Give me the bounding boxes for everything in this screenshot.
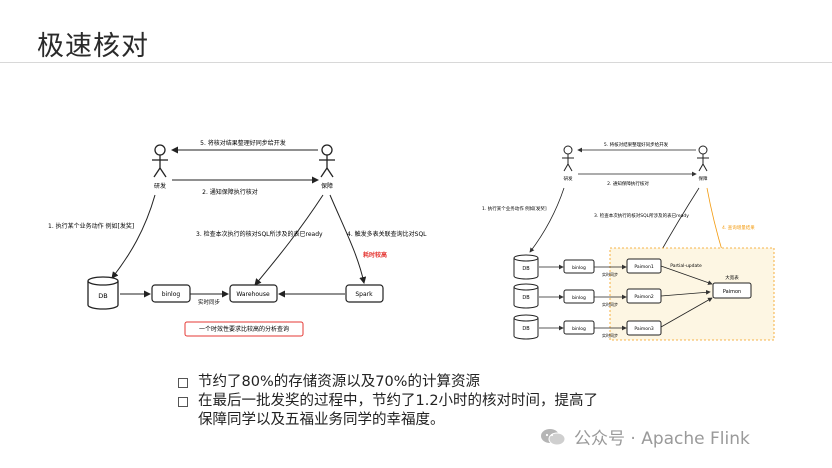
right-arrow-2-label: 2. 通知保障执行核对 — [607, 180, 649, 187]
right-qa-actor-icon — [697, 145, 709, 172]
bullet-text: 节约了80%的存储资源以及70%的计算资源 — [198, 374, 480, 390]
right-paimon-main-label: Paimon — [723, 289, 741, 295]
svg-text:DB: DB — [522, 266, 530, 272]
left-qa-actor-icon — [319, 144, 335, 178]
left-dev-label: 研发 — [154, 182, 166, 190]
right-dev-actor-icon — [562, 145, 574, 172]
svg-text:实时同步: 实时同步 — [602, 271, 618, 277]
left-binlog-label: binlog — [162, 291, 181, 298]
bullet-item: 在最后一批发奖的过程中，节约了1.2小时的核对时间，提高了 — [178, 392, 598, 411]
svg-text:Paimon1: Paimon1 — [634, 264, 654, 270]
svg-text:binlog: binlog — [572, 295, 586, 301]
left-arrow-2-label: 2. 通知保障执行核对 — [202, 188, 258, 196]
right-row-2: DB binlog 实时同步 Paimon2 — [513, 283, 662, 309]
bullet-continuation: 保障同学以及五福业务同学的幸福度。 — [198, 412, 445, 428]
right-qa-label: 保障 — [699, 175, 708, 182]
bullet-marker-icon — [178, 397, 188, 407]
left-step-4-label: 4. 触发多表关联查询比对SQL — [347, 230, 427, 238]
svg-text:Paimon2: Paimon2 — [634, 294, 654, 300]
right-paimon-main-box — [712, 282, 752, 299]
slide-title: 极速核对 — [37, 31, 149, 62]
left-dev-actor-icon — [152, 144, 168, 178]
left-qa-label: 保障 — [321, 182, 333, 190]
right-arrow-5-label: 5. 将核对结果整理好同步给开发 — [604, 141, 669, 148]
svg-text:DB: DB — [522, 295, 530, 301]
svg-text:DB: DB — [522, 326, 530, 332]
left-step-3-label: 3. 检查本次执行的核对SQL所涉及的表已ready — [196, 230, 323, 238]
bullet-text: 在最后一批发奖的过程中，节约了1.2小时的核对时间，提高了 — [198, 393, 599, 409]
right-dev-label: 研发 — [564, 175, 573, 182]
svg-text:binlog: binlog — [572, 265, 586, 271]
left-step-1-label: 1. 执行某个业务动作 例如[发奖] — [48, 222, 134, 230]
svg-text:实时同步: 实时同步 — [602, 332, 618, 338]
left-warehouse-label: Warehouse — [236, 291, 270, 298]
bullet-marker-icon — [178, 378, 188, 388]
left-db-label: DB — [98, 292, 107, 300]
svg-text:实时同步: 实时同步 — [602, 301, 618, 307]
title-divider — [0, 62, 832, 63]
left-sync-label: 实时同步 — [198, 298, 221, 306]
right-partial-update-label: Partial-update — [670, 263, 702, 269]
right-step-1-label: 1. 执行某个业务动作 例如[发奖] — [482, 205, 547, 212]
watermark-text: 公众号 · Apache Flink — [574, 429, 750, 449]
left-spark-label: Spark — [355, 291, 373, 298]
left-warehouse-box — [229, 284, 278, 303]
left-spark-box — [345, 284, 384, 303]
svg-text:binlog: binlog — [572, 326, 586, 332]
right-row-1: DB binlog 实时同步 Paimon1 — [513, 254, 662, 280]
svg-text:Paimon3: Paimon3 — [634, 326, 654, 332]
right-row-3: DB binlog 实时同步 Paimon3 — [513, 314, 662, 340]
bullet-item: 节约了80%的存储资源以及70%的计算资源 — [178, 373, 598, 392]
wechat-icon — [541, 428, 566, 445]
right-step-3-label: 3. 检查本次执行的核对SQL所涉及的表已ready — [594, 212, 689, 219]
summary-bullets: 节约了80%的存储资源以及70%的计算资源 在最后一批发奖的过程中，节约了1.2… — [178, 373, 598, 430]
left-slow-tag: 耗时较高 — [363, 251, 387, 259]
left-db-cylinder — [87, 276, 119, 310]
watermark: 公众号 · Apache Flink — [540, 424, 750, 449]
left-note-label: 一个时效性要求比较高的分析查询 — [199, 325, 289, 333]
right-wide-table-label: 大宽表 — [725, 274, 739, 281]
right-step-4-label: 4. 查询增量结果 — [722, 224, 755, 231]
left-arrow-5-label: 5. 将核对结果整理好同步给开发 — [200, 139, 286, 147]
left-note-box — [184, 321, 304, 337]
